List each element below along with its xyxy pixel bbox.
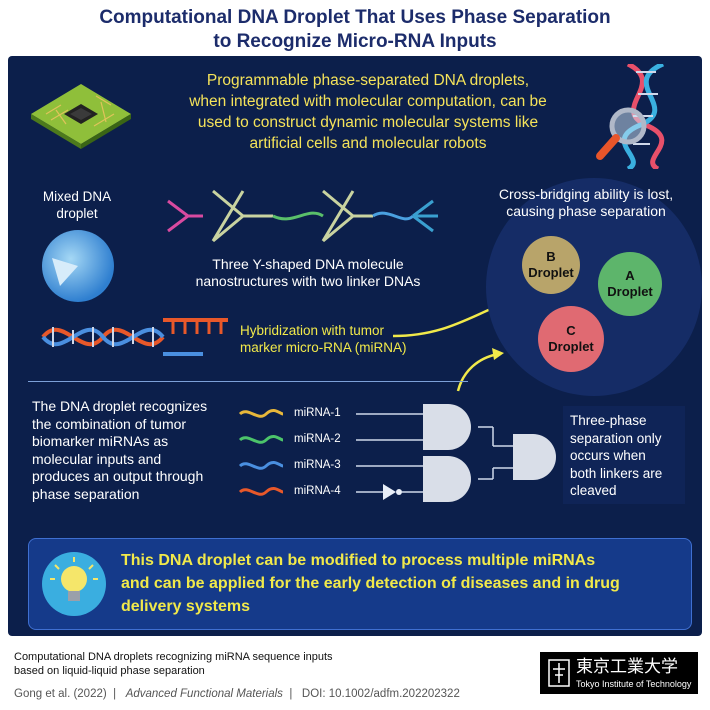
conclusion-box: This DNA droplet can be modified to proc… xyxy=(28,538,692,630)
y-molecule-label: Three Y-shaped DNA molecule nanostructur… xyxy=(195,256,421,289)
mirna-2-strand xyxy=(238,434,284,444)
mixed-droplet-label: Mixed DNA droplet xyxy=(42,189,112,221)
citation: Gong et al. (2022) | Advanced Functional… xyxy=(14,688,460,700)
recognition-label: The DNA droplet recognizes the combinati… xyxy=(32,398,208,502)
intro-text: Programmable phase-separated DNA droplet… xyxy=(189,72,547,152)
dna-hybridization-icon xyxy=(41,318,228,356)
mirna-4-strand xyxy=(238,486,284,496)
three-phase-label: Three-phase separation only occurs when … xyxy=(570,413,663,498)
mirna-3-strand xyxy=(238,460,284,470)
three-phase-box xyxy=(563,406,685,504)
title-line-2: to Recognize Micro-RNA Inputs xyxy=(213,31,497,52)
logic-circuit-diagram xyxy=(238,404,556,502)
and-gate-1 xyxy=(423,404,471,450)
footer-caption: Computational DNA droplets recognizing m… xyxy=(14,651,333,677)
mirna-2-label: miRNA-2 xyxy=(294,433,341,445)
university-emblem-icon xyxy=(548,659,570,687)
y-shaped-dna-molecules-icon xyxy=(167,189,438,243)
mirna-1-strand xyxy=(238,408,284,418)
page-title: Computational DNA Droplet That Uses Phas… xyxy=(0,6,710,54)
circuit-chip-icon xyxy=(31,84,131,149)
and-gate-2 xyxy=(423,456,471,502)
conclusion-text: This DNA droplet can be modified to proc… xyxy=(121,552,620,615)
cross-bridging-label: Cross-bridging ability is lost, causing … xyxy=(498,186,674,219)
infographic-panel: Programmable phase-separated DNA droplet… xyxy=(8,56,702,636)
and-gate-3 xyxy=(513,434,556,480)
logo-kanji: 東京工業大学 xyxy=(576,657,678,677)
mixed-droplet-icon xyxy=(42,230,114,302)
mirna-1-label: miRNA-1 xyxy=(294,407,341,419)
divider xyxy=(28,381,468,382)
mirna-4-label: miRNA-4 xyxy=(294,485,341,497)
mirna-3-label: miRNA-3 xyxy=(294,459,341,471)
lightbulb-icon xyxy=(42,552,106,616)
tokyo-tech-logo: 東京工業大学 Tokyo Institute of Technology xyxy=(540,652,698,694)
title-line-1: Computational DNA Droplet That Uses Phas… xyxy=(99,7,611,28)
logo-english: Tokyo Institute of Technology xyxy=(576,679,692,689)
hybridization-label: Hybridization with tumor marker micro-RN… xyxy=(240,323,407,355)
dna-magnifier-icon xyxy=(596,64,665,169)
